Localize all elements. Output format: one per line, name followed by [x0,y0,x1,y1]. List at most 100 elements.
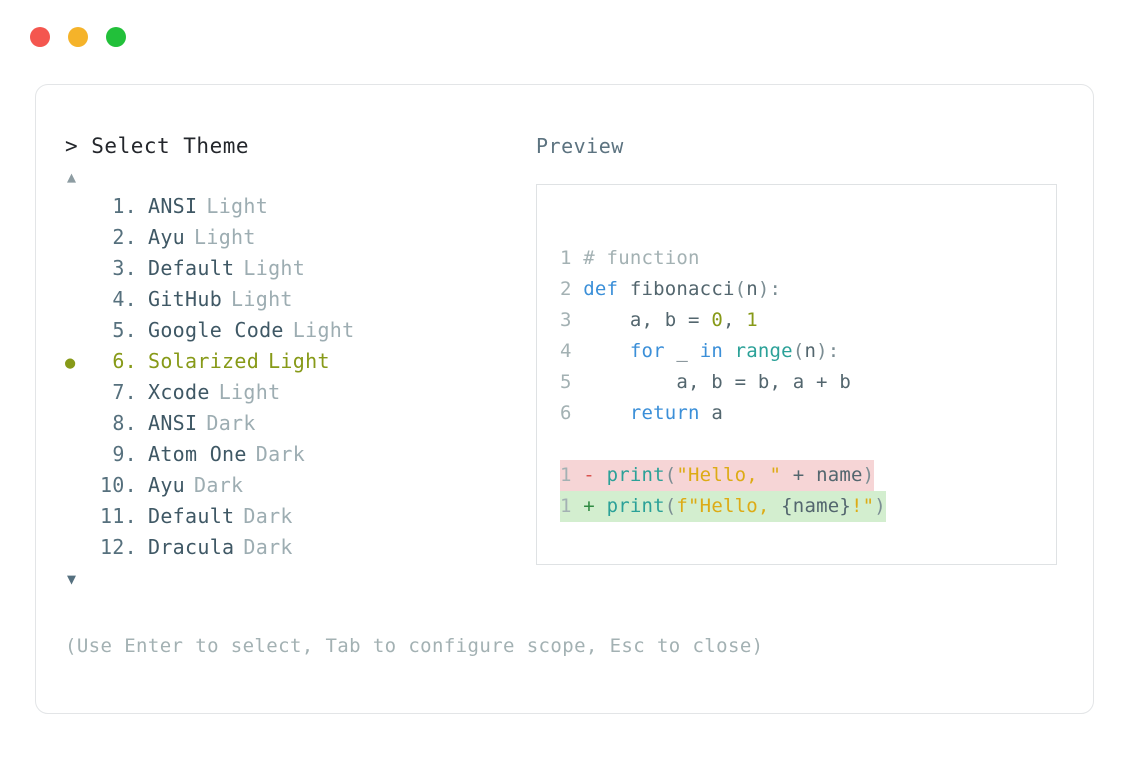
list-item-index: 4. [112,287,137,311]
list-item-variant: Dark [243,535,293,559]
code-line: 4 for _ in range(n): [560,336,1048,367]
line-number: 1 [560,247,572,269]
list-item[interactable]: 2. Ayu Light [65,222,535,253]
preview-label: Preview [536,134,624,158]
preview-column: Preview 1 # function 2 def fibonacci(n):… [536,133,1066,565]
code-token-punctuation: ): [816,340,840,362]
code-token-builtin: range [722,340,793,362]
close-button[interactable] [30,27,50,47]
line-number: 3 [560,309,572,331]
list-item-variant: Dark [243,504,293,528]
line-number: 1 [560,464,572,486]
page-title: > Select Theme [65,134,250,158]
code-token-punctuation: ( [792,340,805,362]
code-token-identifier: n [746,278,758,300]
window-titlebar [0,0,1129,74]
code-token-punctuation: ( [664,464,677,486]
list-item-variant: Dark [194,473,244,497]
list-item-variant: Light [243,256,306,280]
code-token-identifier: _ [664,340,700,362]
list-item[interactable]: 8. ANSI Dark [65,408,535,439]
code-token-keyword: for [629,340,665,362]
selection-bullet-icon: ● [65,353,76,373]
list-item[interactable]: 3. Default Light [65,253,535,284]
list-item-index: 6. [112,349,137,373]
list-item-label: Dracula [148,535,235,559]
code-token-number: 1 [746,309,758,331]
list-item-label: Default [148,504,235,528]
code-line: 3 a, b = 0, 1 [560,305,1048,336]
code-token-string: !" [851,495,875,517]
theme-selector-column: > Select Theme ▲ 1. ANSI Light 2. Ayu Li… [65,133,535,591]
list-item-index: 8. [112,411,137,435]
theme-picker-panel: > Select Theme ▲ 1. ANSI Light 2. Ayu Li… [35,84,1094,714]
list-item-variant: Dark [255,442,306,466]
code-token-punctuation: ): [757,278,782,300]
scroll-down-icon[interactable]: ▼ [67,570,77,588]
list-item-index: 12. [99,535,137,559]
list-item-index: 11. [99,504,137,528]
list-item-label: Default [148,256,235,280]
line-number: 6 [560,402,572,424]
list-item-label: ANSI [148,194,198,218]
code-token-string: f"Hello, [676,495,782,517]
code-token-identifier: a, b = [571,309,712,331]
code-token-builtin: print [606,464,665,486]
list-item[interactable]: 5. Google Code Light [65,315,535,346]
scroll-up-icon[interactable]: ▲ [67,168,77,186]
list-item[interactable]: 7. Xcode Light [65,377,535,408]
code-token-identifier: a [699,402,723,424]
line-number: 1 [560,495,572,517]
list-item-label: Atom One [148,442,247,466]
code-line: 1 # function [560,243,1048,274]
code-token-interpolation: {name} [781,495,852,517]
code-spacer [560,429,1048,460]
list-item-index: 7. [112,380,137,404]
code-token-comment: # function [571,247,700,269]
list-item-label: Solarized [148,349,260,373]
diff-line-added: 1 + print(f"Hello, {name}!") [560,491,886,522]
list-item-variant: Dark [206,411,256,435]
list-item-index: 1. [112,194,137,218]
code-token-string: "Hello, " [676,464,782,486]
list-item-selected[interactable]: ● 6. Solarized Light [65,346,535,377]
diff-line-removed: 1 - print("Hello, " + name) [560,460,875,491]
code-token-punctuation: , [722,309,747,331]
theme-list: 1. ANSI Light 2. Ayu Light 3. Default Li… [65,191,535,563]
list-item[interactable]: 9. Atom One Dark [65,439,535,470]
list-item-index: 9. [112,442,137,466]
list-item-variant: Light [268,349,330,373]
list-item-label: Google Code [148,318,284,342]
list-item[interactable]: 11. Default Dark [65,501,535,532]
diff-marker: - [571,464,607,486]
list-item[interactable]: 12. Dracula Dark [65,532,535,563]
list-item[interactable]: 4. GitHub Light [65,284,535,315]
code-token-punctuation: ) [862,464,875,486]
code-token-identifier: n [804,340,817,362]
minimize-button[interactable] [68,27,88,47]
code-token-identifier: fibonacci [618,278,735,300]
line-number: 5 [560,371,572,393]
list-item[interactable]: 10. Ayu Dark [65,470,535,501]
list-item-label: Ayu [148,225,186,249]
code-line: 6 return a [560,398,1048,429]
code-token-builtin: print [606,495,665,517]
list-item-label: Ayu [148,473,186,497]
line-number: 2 [560,278,572,300]
keyboard-hint: (Use Enter to select, Tab to configure s… [65,635,764,657]
code-sample: 1 # function 2 def fibonacci(n): 3 a, b … [560,243,1048,522]
code-token-punctuation: ( [664,495,677,517]
list-item-variant: Light [206,194,269,218]
code-token-number: 0 [711,309,723,331]
code-token-keyword: in [699,340,723,362]
list-item[interactable]: 1. ANSI Light [65,191,535,222]
maximize-button[interactable] [106,27,126,47]
list-item-label: Xcode [148,380,210,404]
code-token-punctuation: ( [734,278,747,300]
diff-marker: + [571,495,607,517]
list-item-index: 10. [99,473,137,497]
code-line: 2 def fibonacci(n): [560,274,1048,305]
code-token-keyword: return [629,402,700,424]
code-line: 5 a, b = b, a + b [560,367,1048,398]
list-item-label: ANSI [148,411,198,435]
